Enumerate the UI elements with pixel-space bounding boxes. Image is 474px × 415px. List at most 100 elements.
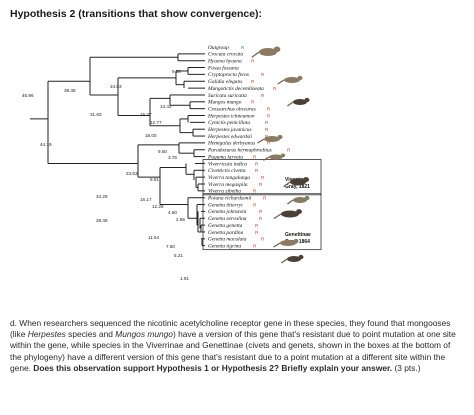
question-mungos: Mungos mungo xyxy=(115,329,173,340)
fossa-illustration xyxy=(284,77,300,83)
question-herpestes: Herpestes xyxy=(27,329,66,340)
resistance-marker: R xyxy=(265,127,269,132)
paguma-illustration-tail xyxy=(287,199,294,205)
resistance-marker: R xyxy=(265,134,269,139)
node-age-label: 39.38 xyxy=(64,88,76,93)
taxon-label: Hyaena hyaena xyxy=(207,59,242,65)
resistance-marker: R xyxy=(261,175,265,180)
question-d: d. When researchers sequenced the nicoti… xyxy=(10,318,462,374)
taxon-label: Genetta johnstoni xyxy=(208,209,247,215)
resistance-marker: R xyxy=(261,72,265,77)
genet-illustration xyxy=(280,240,296,246)
resistance-marker: R xyxy=(263,196,267,201)
node-age-label: 15.37 xyxy=(140,112,152,117)
node-age-label: 28.49 xyxy=(96,218,108,223)
genet-illustration-head xyxy=(293,238,299,244)
genet-2-illustration-head xyxy=(298,254,304,260)
taxon-label: Viverra tangalunga xyxy=(208,175,250,181)
resistance-marker: R xyxy=(253,243,257,248)
taxon-label: Genetta pardina xyxy=(208,230,244,236)
resistance-marker: R xyxy=(265,120,269,125)
resistance-marker: R xyxy=(261,237,265,242)
node-age-label: 9.50 xyxy=(158,149,167,154)
taxon-label: Genetta maculata xyxy=(208,237,247,243)
taxon-label: Galidia elegans xyxy=(208,79,242,85)
taxon-label: Crossarchus obscurus xyxy=(208,106,256,112)
mongoose-small-illustration-head xyxy=(280,153,286,158)
node-age-label: 4.60 xyxy=(168,210,177,215)
viverrinae-box xyxy=(202,159,322,196)
node-age-label: 12.77 xyxy=(150,120,162,125)
taxon-label: Genetta genetta xyxy=(208,223,243,229)
hyena-illustration-tail xyxy=(251,51,260,58)
genet-2-illustration xyxy=(287,256,301,262)
viverra-illustration-tail xyxy=(273,213,282,220)
taxon-label: Viverra zibetha xyxy=(208,189,241,195)
viverra-illustration xyxy=(281,210,299,218)
resistance-marker: R xyxy=(255,168,259,173)
taxon-label: Herpestes ichneumon xyxy=(207,113,255,119)
resistance-marker: R xyxy=(253,189,257,194)
fossa-illustration-tail xyxy=(277,79,285,85)
outgroup-marker: R xyxy=(241,45,245,50)
resistance-marker: R xyxy=(261,93,265,98)
civet-illustration-tail xyxy=(283,181,291,188)
resistance-marker: R xyxy=(267,141,271,146)
taxon-label: Herpestes javanicus xyxy=(207,127,252,133)
resistance-marker: R xyxy=(251,59,255,64)
taxon-label: Civettictis civetta xyxy=(208,168,246,174)
taxon-label: Poiana richardsonii xyxy=(207,196,252,202)
resistance-marker: R xyxy=(259,209,263,214)
mongoose-illustration-tail xyxy=(257,138,265,144)
hypothesis-heading: Hypothesis 2 (transitions that show conv… xyxy=(10,8,263,20)
taxon-label: Viverricula indica xyxy=(208,161,247,167)
taxon-label: Hemigalus derbyanus xyxy=(207,141,255,147)
taxon-label: Fossa fossana xyxy=(207,64,239,71)
genettinae-box xyxy=(202,193,322,251)
node-age-label: 24.63 xyxy=(110,84,122,89)
taxon-label: Paguma larvata xyxy=(207,154,243,160)
resistance-marker: R xyxy=(253,154,257,159)
node-age-label: 34.29 xyxy=(96,194,108,199)
resistance-marker: R xyxy=(255,223,259,228)
question-mid-2: ) have a version of this gene that's res… xyxy=(10,329,456,373)
resistance-marker: R xyxy=(251,100,255,105)
paguma-illustration xyxy=(293,197,307,203)
taxon-label: Genetta thierryi xyxy=(208,202,243,208)
taxon-label: Suricata suricatta xyxy=(208,93,247,99)
viverrinae-label: Gray, 1821 xyxy=(285,184,310,190)
node-age-label: 12.28 xyxy=(152,204,164,209)
viverra-illustration-head xyxy=(296,209,302,215)
taxon-label: Mungos mungo xyxy=(207,100,242,106)
resistance-marker: R xyxy=(267,113,271,118)
node-age-label: 11.54 xyxy=(148,235,160,240)
node-age-label: 23.63 xyxy=(126,171,138,176)
resistance-marker: R xyxy=(253,202,257,207)
resistance-marker: R xyxy=(255,161,259,166)
mongoose-illustration-head xyxy=(277,134,283,140)
node-age-label: 9.51 xyxy=(150,177,159,182)
question-points: (3 pts.) xyxy=(392,362,421,373)
taxon-label: Genetta servalina xyxy=(208,216,247,222)
taxon-label: Mungotictis decemlineata xyxy=(207,86,264,92)
node-age-label: 13.42 xyxy=(160,104,172,109)
mongoose-small-illustration-tail xyxy=(263,156,270,161)
resistance-marker: R xyxy=(259,216,263,221)
resistance-marker: R xyxy=(255,230,259,235)
resistance-marker: R xyxy=(287,148,291,153)
resistance-marker: R xyxy=(273,86,277,91)
hyena-illustration xyxy=(259,48,277,56)
paguma-illustration-head xyxy=(304,195,310,201)
taxon-label: Crocuta crocuta xyxy=(208,52,243,58)
meerkat-illustration xyxy=(293,99,307,105)
taxon-label: Paradoxurus hermaphroditus xyxy=(207,148,272,154)
taxon-label: Cryptoprocta ferox xyxy=(208,71,250,78)
resistance-marker: R xyxy=(259,182,263,187)
question-intro: d. When researchers sequenced the nicoti… xyxy=(10,318,451,340)
node-age-label: 7.50 xyxy=(166,244,175,249)
genet-2-illustration-tail xyxy=(281,258,288,264)
civet-illustration xyxy=(290,178,306,186)
genet-illustration-tail xyxy=(273,242,281,248)
